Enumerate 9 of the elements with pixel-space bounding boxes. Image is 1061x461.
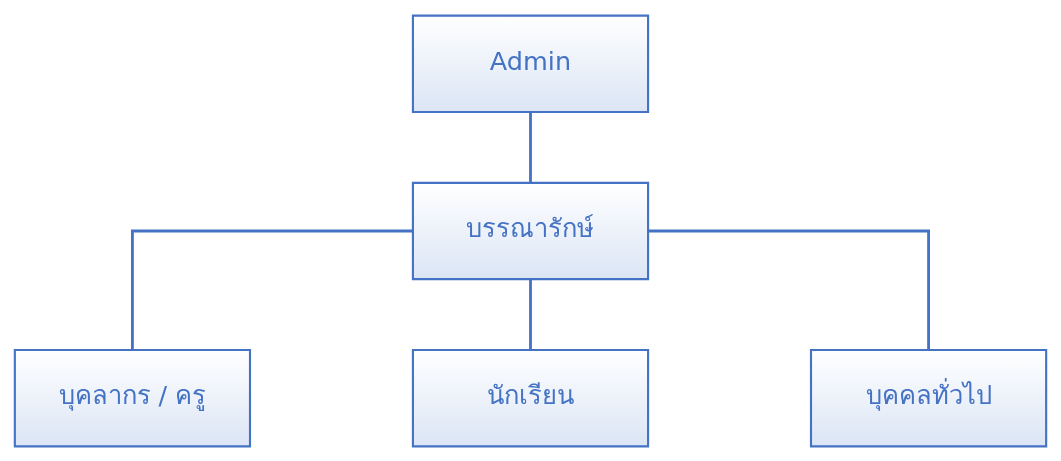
node-box: บุคลากร / ครู (13, 348, 252, 447)
node-box: บรรณารักษ์ (411, 181, 650, 280)
connector (648, 229, 930, 350)
connector (529, 278, 532, 350)
node-box: บุคคลทั่วไป (809, 348, 1048, 447)
node-box: นักเรียน (411, 348, 650, 447)
connector (131, 229, 413, 350)
node-box: Admin (411, 14, 650, 113)
connector (529, 111, 532, 183)
